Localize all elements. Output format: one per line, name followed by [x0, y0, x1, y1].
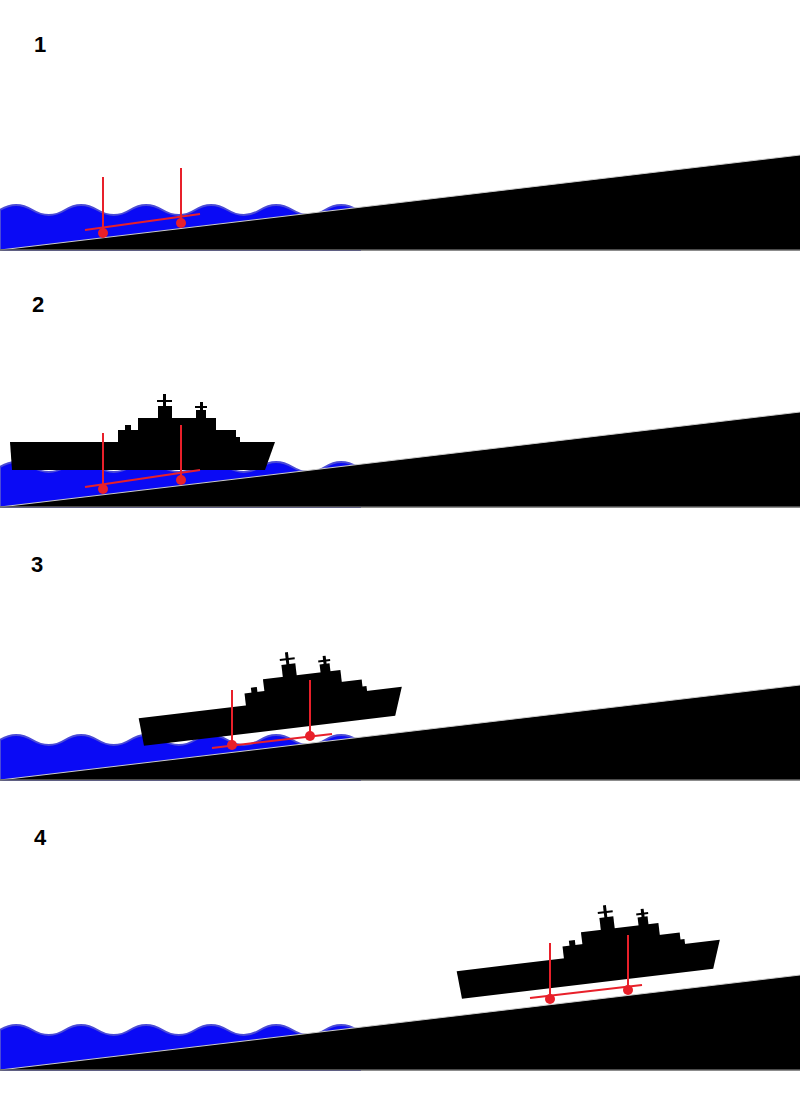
panel-number-box: 2	[32, 294, 44, 316]
panel-number: 1	[34, 34, 46, 56]
panel-number: 3	[31, 554, 43, 576]
panel-1	[0, 155, 800, 250]
panel-number: 2	[32, 294, 44, 316]
panel-number-box: 3	[31, 554, 43, 576]
panel-number-box: 4	[34, 827, 46, 849]
panel-2	[0, 394, 800, 507]
panel-4	[0, 892, 800, 1070]
panel-3	[0, 639, 800, 780]
panel-number-box: 1	[34, 34, 46, 56]
panel-number: 4	[34, 827, 46, 849]
